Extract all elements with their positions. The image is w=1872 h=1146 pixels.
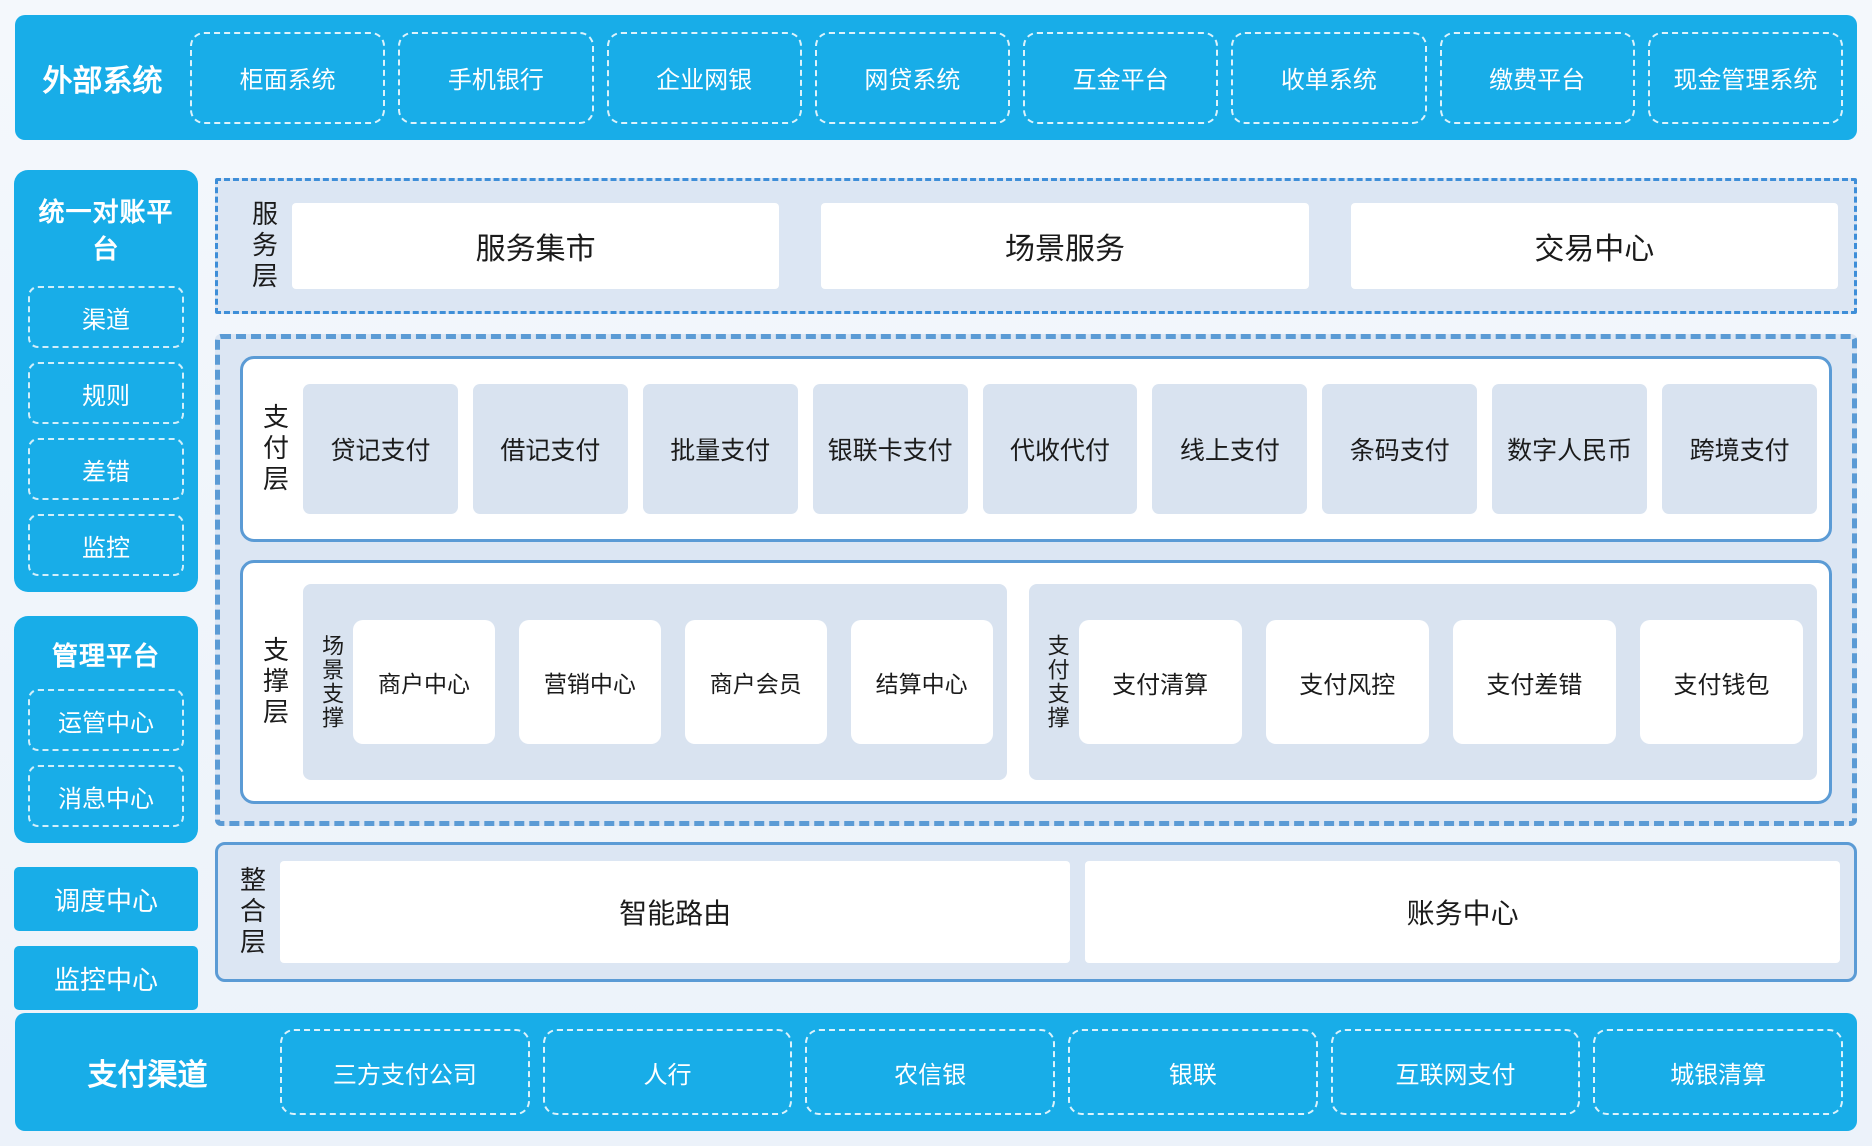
scene-support-items: 商户中心 营销中心 商户会员 结算中心 [353,620,993,744]
dispatch-center-box: 调度中心 [14,867,198,931]
payment-layer-label: 支付层 [259,402,290,496]
payment-item: 银联卡支付 [812,384,968,514]
external-systems-items: 柜面系统 手机银行 企业网银 网贷系统 互金平台 收单系统 缴费平台 现金管理系… [190,31,1843,124]
payment-item: 条码支付 [1322,384,1478,514]
support-layer-label: 支撑层 [259,635,290,729]
external-system-item: 互金平台 [1023,31,1219,124]
payment-item: 借记支付 [472,384,628,514]
integration-item: 智能路由 [280,861,1071,963]
sidebar-item: 规则 [28,362,184,424]
sidebar: 统一对账平台 渠道 规则 差错 监控 管理平台 运管中心 消息中心 调度中心 监… [14,170,198,1025]
payment-channel-item: 银联 [1068,1029,1318,1115]
support-layer-groups: 场景支撑 商户中心 营销中心 商户会员 结算中心 支付支撑 支付清算 支付风控 [303,584,1817,780]
payment-support-items: 支付清算 支付风控 支付差错 支付钱包 [1078,620,1804,744]
payment-item: 代收代付 [982,384,1138,514]
reconciliation-platform-title: 统一对账平台 [38,197,174,264]
payment-channels-bar: 支付渠道 三方支付公司 人行 农信银 银联 互联网支付 城银清算 [15,1013,1857,1131]
service-layer-items: 服务集市 场景服务 交易中心 [292,203,1838,289]
sidebar-item: 消息中心 [28,765,184,827]
payment-item: 跨境支付 [1662,384,1818,514]
main-content: 服务层 服务集市 场景服务 交易中心 支付层 贷记支付 借记支付 批量支付 银联… [215,178,1857,982]
payment-support-group: 支付支撑 支付清算 支付风控 支付差错 支付钱包 [1028,584,1817,780]
external-system-item: 现金管理系统 [1647,31,1843,124]
service-layer-label: 服务层 [248,199,279,293]
external-system-item: 网贷系统 [814,31,1010,124]
support-item: 支付差错 [1452,620,1616,744]
management-platform-title: 管理平台 [51,641,160,671]
external-system-item: 企业网银 [606,31,802,124]
integration-item: 账务中心 [1085,861,1840,963]
support-item: 支付清算 [1078,620,1242,744]
reconciliation-platform-panel: 统一对账平台 渠道 规则 差错 监控 [14,170,198,592]
external-systems-bar: 外部系统 柜面系统 手机银行 企业网银 网贷系统 互金平台 收单系统 缴费平台 … [15,15,1857,140]
payment-layer-section: 支付层 贷记支付 借记支付 批量支付 银联卡支付 代收代付 线上支付 条码支付 … [240,356,1832,542]
payment-item: 贷记支付 [303,384,458,514]
integration-layer-items: 智能路由 账务中心 [280,861,1840,963]
payment-layer-items: 贷记支付 借记支付 批量支付 银联卡支付 代收代付 线上支付 条码支付 数字人民… [303,384,1818,514]
service-item: 服务集市 [292,203,780,289]
external-system-item: 手机银行 [398,31,594,124]
integration-layer-section: 整合层 智能路由 账务中心 [215,842,1857,982]
external-system-item: 缴费平台 [1439,31,1635,124]
scene-support-group: 场景支撑 商户中心 营销中心 商户会员 结算中心 [303,584,1007,780]
sidebar-item: 运管中心 [28,689,184,751]
payment-channel-item: 城银清算 [1593,1029,1844,1115]
support-item: 营销中心 [518,620,661,744]
support-item: 支付风控 [1265,620,1429,744]
support-item: 结算中心 [850,620,993,744]
payment-channels-items: 三方支付公司 人行 农信银 银联 互联网支付 城银清算 [280,1029,1844,1115]
support-item: 商户中心 [353,620,495,744]
payment-channel-item: 三方支付公司 [280,1029,530,1115]
payment-channel-item: 人行 [542,1029,793,1115]
payment-item: 数字人民币 [1492,384,1648,514]
integration-layer-label: 整合层 [236,865,267,959]
payment-support-wrapper: 支付层 贷记支付 借记支付 批量支付 银联卡支付 代收代付 线上支付 条码支付 … [215,334,1857,826]
payment-channel-item: 农信银 [805,1029,1056,1115]
service-item: 交易中心 [1350,203,1838,289]
external-systems-title: 外部系统 [42,64,163,98]
payment-channels-title: 支付渠道 [87,1059,208,1092]
payment-channel-item: 互联网支付 [1330,1029,1581,1115]
payment-item: 批量支付 [642,384,798,514]
sidebar-item: 差错 [28,438,184,500]
external-system-item: 收单系统 [1231,31,1427,124]
service-item: 场景服务 [821,203,1309,289]
payment-support-label: 支付支撑 [1044,634,1070,730]
management-platform-panel: 管理平台 运管中心 消息中心 [14,616,198,843]
external-system-item: 柜面系统 [190,31,386,124]
support-layer-section: 支撑层 场景支撑 商户中心 营销中心 商户会员 结算中心 支付支撑 [240,560,1832,804]
payment-item: 线上支付 [1152,384,1308,514]
service-layer-section: 服务层 服务集市 场景服务 交易中心 [215,178,1857,314]
support-item: 商户会员 [684,620,827,744]
sidebar-item: 渠道 [28,286,184,348]
monitor-center-box: 监控中心 [14,946,198,1010]
scene-support-label: 场景支撑 [319,634,345,730]
sidebar-item: 监控 [28,514,184,576]
support-item: 支付钱包 [1639,620,1804,744]
